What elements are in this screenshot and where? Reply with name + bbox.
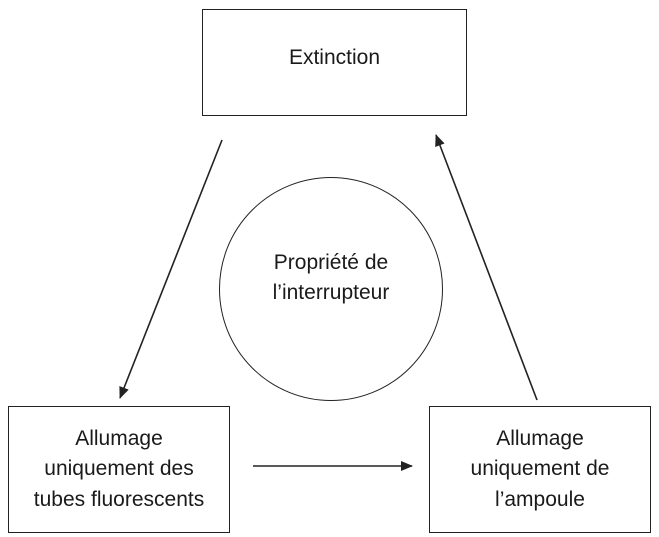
node-switch-property: Propriété de l’interrupteur: [219, 177, 443, 401]
node-switch-property-label: Propriété de l’interrupteur: [272, 250, 390, 304]
node-bulb-only-label: Allumage uniquement de l’ampoule: [470, 426, 610, 511]
arrow-top-to-left: [119, 139, 223, 399]
node-fluorescent-only: Allumage uniquement des tubes fluorescen…: [8, 406, 230, 533]
node-bulb-only: Allumage uniquement de l’ampoule: [429, 406, 651, 533]
node-extinction-label: Extinction: [288, 46, 381, 69]
node-extinction: Extinction: [202, 9, 467, 116]
arrow-right-to-top: [435, 134, 538, 401]
node-fluorescent-only-label: Allumage uniquement des tubes fluorescen…: [33, 426, 205, 511]
